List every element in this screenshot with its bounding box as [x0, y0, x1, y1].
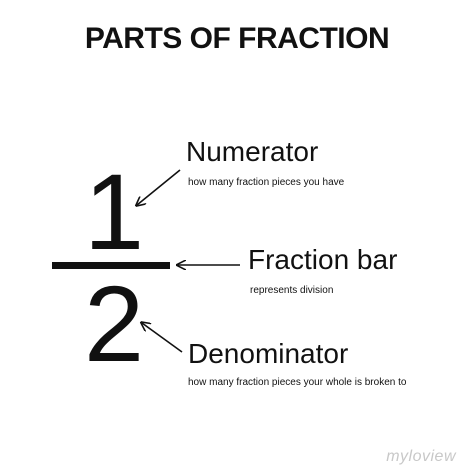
- numerator-description: how many fraction pieces you have: [188, 177, 345, 188]
- fraction-bar-description: represents division: [250, 285, 334, 296]
- numerator-arrow: [137, 169, 181, 205]
- watermark-logo: myloview: [386, 448, 456, 465]
- numerator-label: Numerator: [186, 136, 319, 167]
- denominator-label: Denominator: [188, 338, 349, 369]
- denominator-digit: 2: [84, 263, 145, 384]
- fraction-bar-line: [52, 262, 170, 269]
- denominator-arrow: [142, 323, 183, 353]
- diagram-title: PARTS OF FRACTION: [84, 22, 390, 55]
- fraction-bar-label: Fraction bar: [248, 244, 398, 275]
- denominator-description: how many fraction pieces your whole is b…: [188, 377, 407, 388]
- numerator-digit: 1: [84, 151, 145, 272]
